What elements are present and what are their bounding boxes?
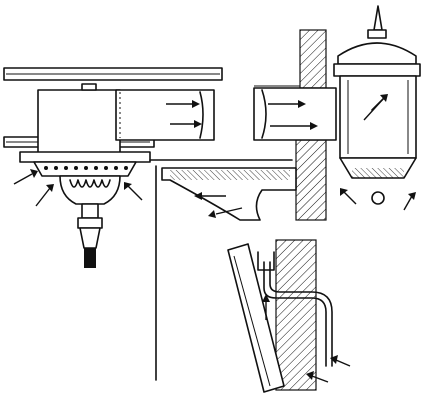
ventilating-duct bbox=[37, 83, 215, 159]
burner-pipe bbox=[84, 248, 96, 268]
shutter-panel bbox=[227, 243, 285, 393]
bracket-arm bbox=[161, 167, 297, 221]
arrow-cornice-out bbox=[194, 192, 226, 200]
arrow-burner-left bbox=[13, 169, 38, 185]
arrow-cornice-out-2 bbox=[208, 207, 243, 218]
wall-duct-break bbox=[261, 89, 267, 139]
lantern-cornice bbox=[333, 63, 421, 77]
louvered-shutter bbox=[227, 243, 285, 393]
inlet-pipe bbox=[257, 251, 333, 367]
arrow-pipe-in bbox=[330, 355, 351, 367]
arrow-pipe-up bbox=[262, 294, 270, 320]
arrow-duct-flow-2 bbox=[170, 120, 202, 128]
duct-clip bbox=[81, 83, 97, 91]
wall-lower bbox=[275, 239, 317, 391]
arrow-shutter-in bbox=[306, 371, 329, 383]
burner-holes bbox=[44, 166, 128, 170]
cornice-bracket bbox=[149, 159, 297, 381]
exterior-lantern bbox=[333, 5, 421, 205]
duct-break-edge bbox=[199, 91, 204, 139]
burner-bowl bbox=[59, 175, 121, 205]
arrow-wall-flow-2 bbox=[270, 122, 318, 130]
wall-duct-opening bbox=[253, 87, 337, 141]
arrow-lantern-up bbox=[363, 94, 388, 121]
burner-nozzle bbox=[79, 227, 101, 249]
lantern-finial bbox=[373, 5, 383, 31]
arrow-wall-flow-1 bbox=[268, 100, 306, 108]
arrow-lantern-left bbox=[340, 188, 357, 205]
lantern-body bbox=[339, 75, 417, 159]
burner-leaves bbox=[69, 179, 111, 188]
lantern-roof bbox=[337, 42, 417, 65]
burner-rose bbox=[19, 151, 151, 163]
lantern-cap bbox=[367, 29, 387, 39]
lantern-drop bbox=[371, 191, 385, 205]
wall-upper bbox=[299, 29, 327, 89]
pipe-bend bbox=[263, 261, 327, 367]
arrow-duct-flow-1 bbox=[166, 100, 200, 108]
arrow-lantern-right bbox=[403, 192, 416, 211]
duct-box bbox=[37, 89, 121, 159]
burner-knob bbox=[77, 217, 103, 229]
arrow-burner-left-lower bbox=[35, 184, 54, 207]
outer-wall bbox=[253, 29, 337, 391]
burner-stem bbox=[81, 203, 99, 219]
arrow-burner-right bbox=[124, 182, 143, 201]
wall-middle bbox=[295, 139, 327, 221]
airflow-arrows bbox=[13, 94, 416, 383]
duct-extension bbox=[115, 89, 215, 141]
gas-pendant-burner bbox=[19, 151, 151, 268]
